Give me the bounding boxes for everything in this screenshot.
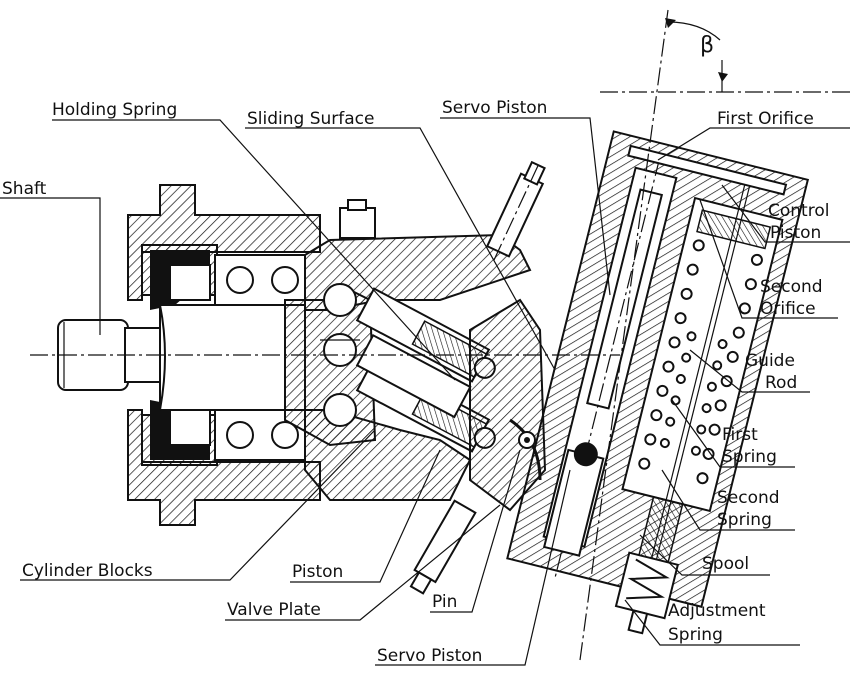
lower-spigot (409, 499, 477, 595)
label-valve-plate: Valve Plate (227, 600, 321, 620)
label-shaft: Shaft (2, 179, 47, 199)
label-cylinder-blocks: Cylinder Blocks (22, 561, 153, 581)
label-first-orifice: First Orifice (717, 109, 814, 129)
label-adjustment-spring: Spring (668, 625, 723, 645)
label-holding-spring: Holding Spring (52, 100, 177, 120)
label-servo-piston-bottom: Servo Piston (377, 646, 482, 666)
label-rod: Rod (765, 373, 797, 393)
middle-housing (304, 199, 532, 501)
pin (518, 431, 536, 449)
leader-lines (0, 117, 850, 666)
label-second-orifice-2: Orifice (760, 299, 816, 319)
label-first-spring: Spring (722, 447, 777, 467)
label-guide: Guide (745, 351, 795, 371)
label-servo-piston-top: Servo Piston (442, 98, 547, 118)
label-piston: Piston (292, 562, 343, 582)
shaft-body (159, 304, 306, 411)
label-first: First (722, 425, 758, 445)
bearing-upper (169, 254, 306, 306)
regulator-block (506, 130, 810, 635)
label-spool: Spool (702, 554, 749, 574)
label-sliding-surface: Sliding Surface (247, 109, 374, 129)
label-beta: β (700, 33, 714, 58)
label-second-orifice-1: Second (760, 277, 823, 297)
label-piston-right: Piston (770, 223, 821, 243)
second-spring-coils (638, 239, 763, 485)
label-second-spring: Spring (717, 510, 772, 530)
label-pin: Pin (432, 592, 457, 612)
label-second: Second (717, 488, 780, 508)
labels: Holding Spring Sliding Surface Servo Pis… (2, 33, 829, 666)
piston-middle (355, 333, 472, 419)
upper-spigot (485, 160, 546, 261)
label-adjustment: Adjustment (668, 601, 766, 621)
center-lines (30, 9, 850, 661)
first-spring-coils (659, 331, 728, 456)
cylinder-block (284, 283, 377, 447)
label-control: Control (768, 201, 829, 221)
